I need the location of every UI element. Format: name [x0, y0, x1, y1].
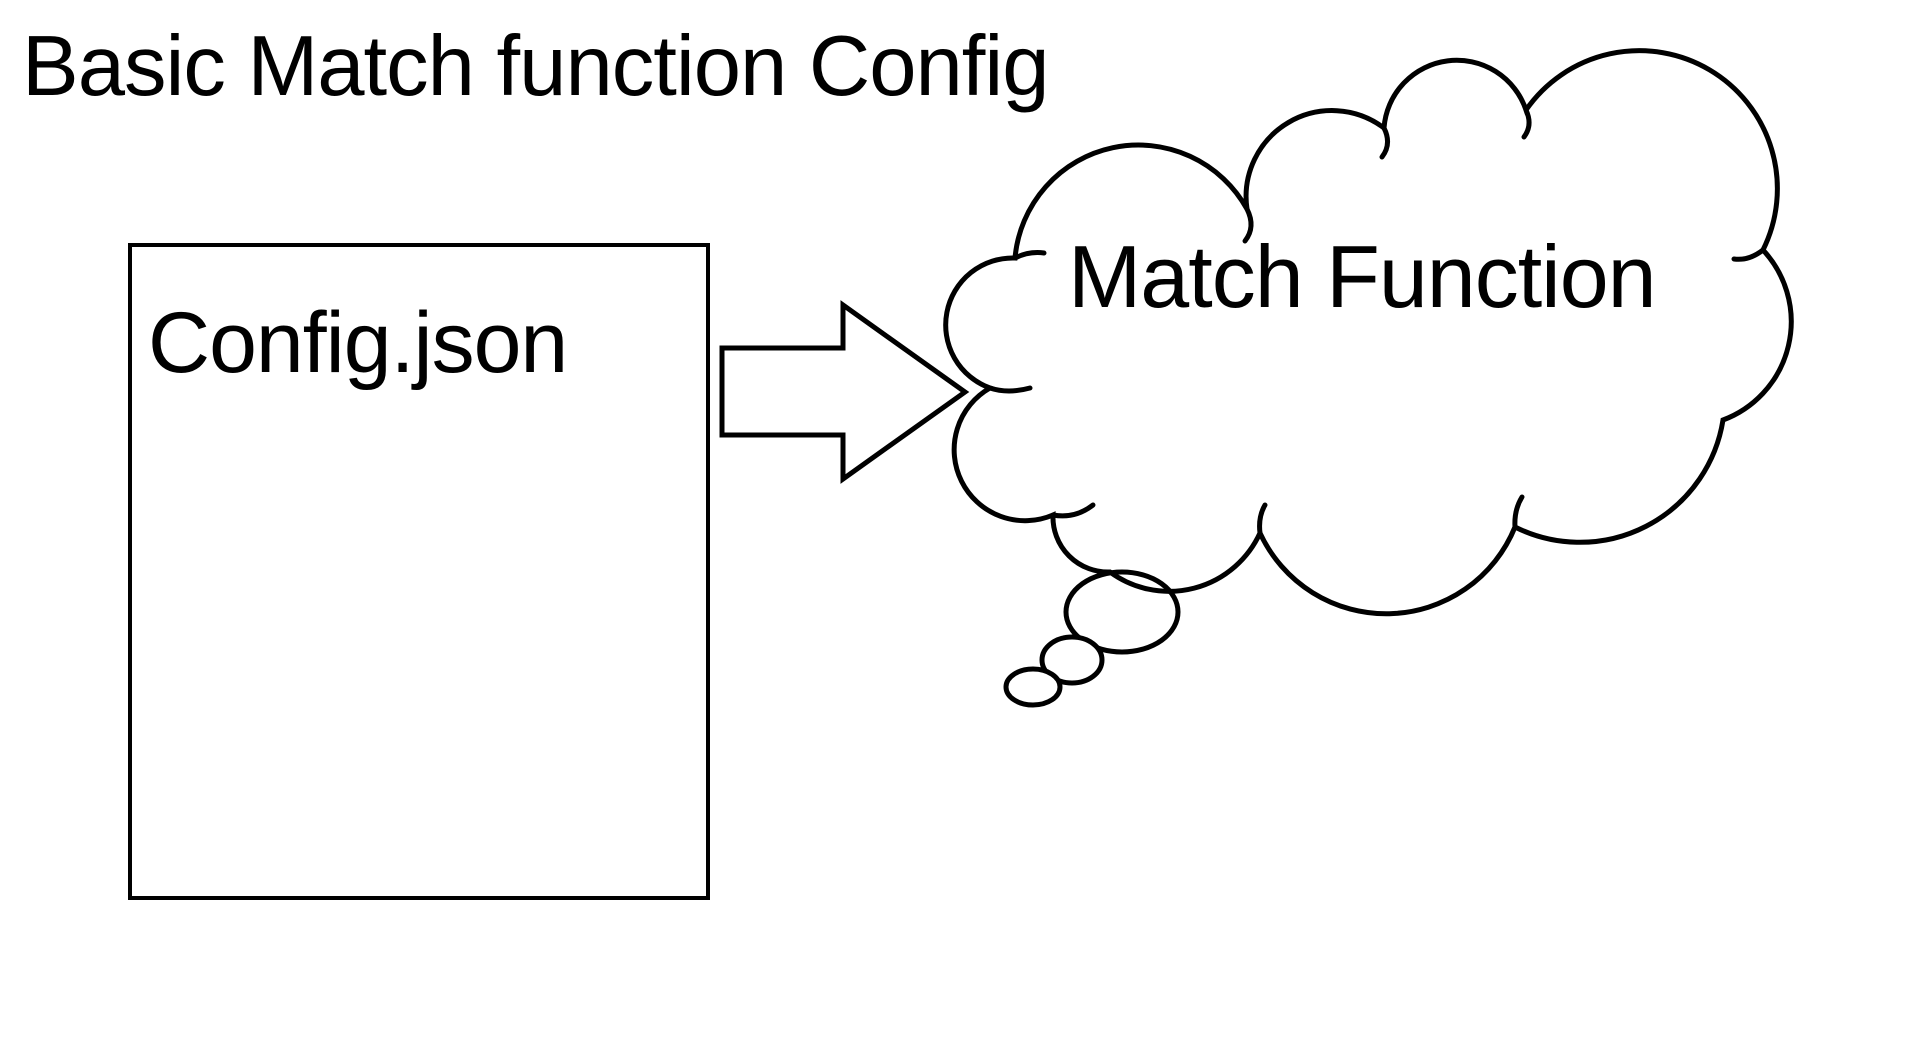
config-box: [128, 243, 710, 900]
thought-trail-bubble-small: [1003, 666, 1063, 708]
page-title: Basic Match function Config: [22, 19, 1049, 114]
cloud-scallop-hooks: [987, 107, 1766, 536]
config-box-label: Config.json: [148, 295, 567, 391]
thought-trail-bubble-medium: [1039, 634, 1105, 686]
thought-cloud-icon: [943, 48, 1794, 617]
thought-cloud-fill: [945, 50, 1792, 614]
cloud-label: Match Function: [1068, 227, 1656, 326]
right-block-arrow-icon: [719, 300, 970, 484]
